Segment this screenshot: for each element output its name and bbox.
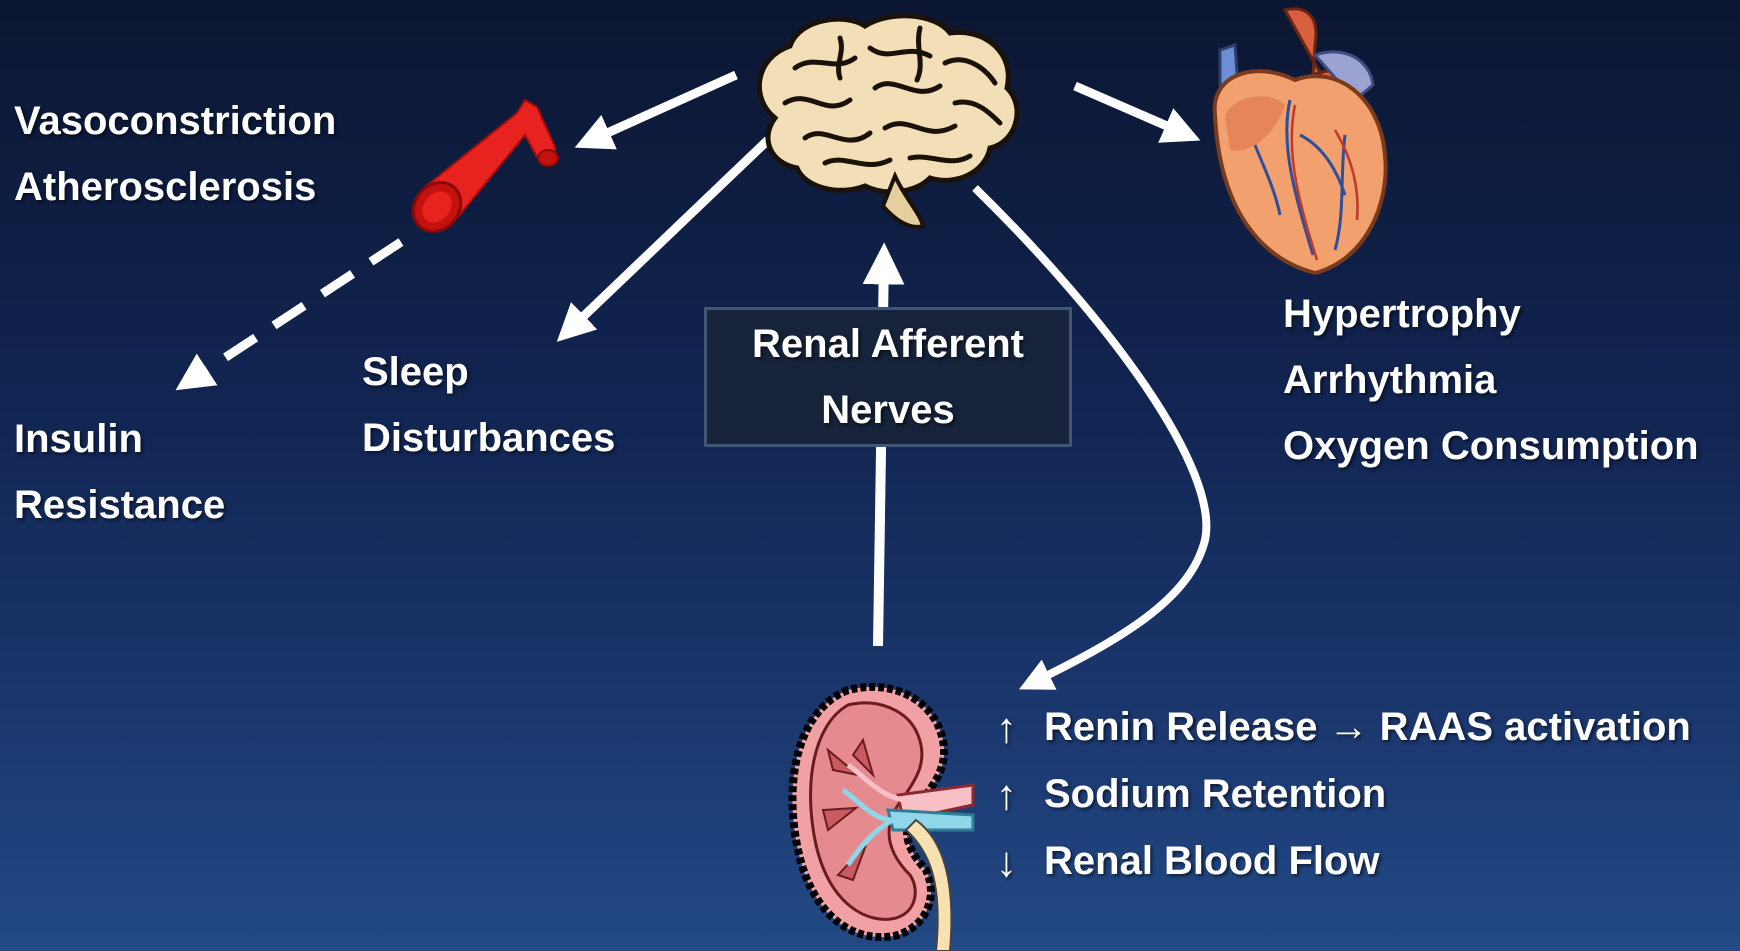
effect-text: Sodium Retention xyxy=(1044,772,1386,817)
hypertrophy-label: Hypertrophy xyxy=(1283,281,1699,347)
up-arrow-icon: ↑ xyxy=(996,704,1044,752)
arrow-brain-to-heart xyxy=(1075,86,1190,136)
effect-renal-blood-flow: ↓ Renal Blood Flow xyxy=(996,828,1691,895)
effect-renin-release: ↑ Renin Release → RAAS activation xyxy=(996,694,1691,761)
brain-icon xyxy=(745,8,1025,233)
sleep-label: Sleep xyxy=(362,339,615,405)
effect-text: Renal Blood Flow xyxy=(1044,839,1380,884)
nerve-box-line2: Nerves xyxy=(821,377,954,443)
atherosclerosis-label: Atherosclerosis xyxy=(14,154,336,220)
artery-icon xyxy=(405,95,585,240)
effect-text: Renin Release → RAAS activation xyxy=(1044,705,1691,750)
insulin-label: Insulin xyxy=(14,406,225,472)
kidney-icon xyxy=(778,680,988,951)
renal-afferent-nerves-box: Renal Afferent Nerves xyxy=(704,307,1072,447)
sleep-disturbances-label: Sleep Disturbances xyxy=(362,339,615,471)
arrhythmia-label: Arrhythmia xyxy=(1283,347,1699,413)
resistance-label: Resistance xyxy=(14,472,225,538)
kidney-effects-list: ↑ Renin Release → RAAS activation ↑ Sodi… xyxy=(996,694,1691,895)
vessel-effects: Vasoconstriction Atherosclerosis xyxy=(14,88,336,220)
effect-sodium-retention: ↑ Sodium Retention xyxy=(996,761,1691,828)
heart-effects: Hypertrophy Arrhythmia Oxygen Consumptio… xyxy=(1283,281,1699,479)
up-arrow-icon: ↑ xyxy=(996,771,1044,819)
disturbances-label: Disturbances xyxy=(362,405,615,471)
vasoconstriction-label: Vasoconstriction xyxy=(14,88,336,154)
arrow-brain-to-sleep xyxy=(565,140,768,334)
heart-icon xyxy=(1195,5,1395,280)
down-arrow-icon: ↓ xyxy=(996,838,1044,886)
insulin-resistance-label: Insulin Resistance xyxy=(14,406,225,538)
oxygen-consumption-label: Oxygen Consumption xyxy=(1283,413,1699,479)
nerve-box-line1: Renal Afferent xyxy=(752,311,1024,377)
arrow-brain-to-artery xyxy=(585,75,736,143)
